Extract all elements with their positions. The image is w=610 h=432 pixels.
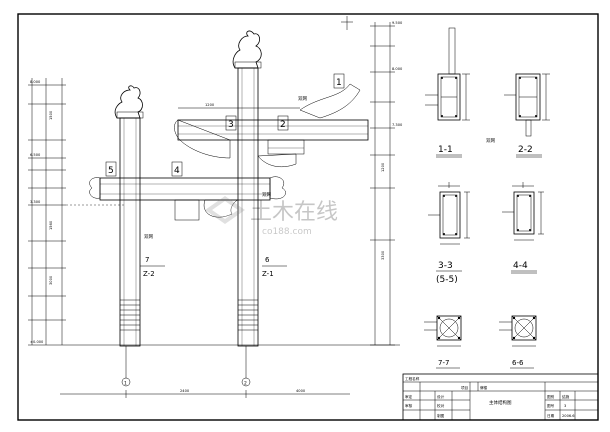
section-label-2-2: 2-2 [518, 145, 533, 155]
svg-text:9.500: 9.500 [392, 21, 403, 25]
section-label-5-5: (5-5) [436, 275, 458, 285]
elevation-view: 8.000 6.500 3.300 ±0.000 1500 1560 3000 … [28, 16, 403, 398]
meta-value-number: 3 [564, 404, 566, 408]
drawing-name: 主体结构图 [489, 399, 512, 406]
svg-text:1200: 1200 [381, 162, 385, 172]
column-label-7: 7 [145, 256, 149, 264]
svg-text:6.500: 6.500 [30, 153, 41, 157]
column-label-z2: Z-2 [143, 270, 155, 278]
svg-text:±0.000: ±0.000 [30, 340, 44, 344]
title-block: 工程名称 项目 牌楼 审定 设计 审核 校对 制图 主体结构图 图别 结施 图号… [402, 373, 599, 421]
beam-mark-4: 4 [174, 166, 180, 176]
column-z2 [114, 85, 144, 378]
svg-text:1560: 1560 [49, 220, 53, 230]
svg-text:7.300: 7.300 [392, 123, 403, 127]
dim-bottom-1: 2400 [180, 389, 190, 393]
mesh-note-1: 双网 [298, 96, 307, 102]
svg-text:3000: 3000 [49, 275, 53, 285]
project-label: 工程名称 [405, 376, 420, 381]
mesh-note-4: 双网 [486, 138, 495, 144]
dim-bottom-2: 4000 [296, 389, 306, 393]
row-label-1: 审定 [405, 394, 413, 399]
meta-value-type: 结施 [562, 394, 570, 399]
drawing-frame [17, 13, 599, 421]
column-z1 [232, 30, 262, 378]
section-label-7-7: 7-7 [438, 359, 449, 367]
item-label: 项目 [461, 385, 468, 390]
beam-mark-3: 3 [228, 120, 234, 130]
meta-label-date: 日期 [547, 413, 555, 418]
svg-text:8.000: 8.000 [392, 67, 403, 71]
beam-mark-1: 1 [336, 78, 342, 88]
svg-text:3300: 3300 [381, 250, 385, 260]
grid-axis-1: 1 [124, 381, 127, 387]
section-2-2: 双网 2-2 [486, 73, 550, 158]
meta-label-number: 图号 [547, 403, 555, 408]
section-label-4-4: 4-4 [513, 261, 528, 271]
meta-label-type: 图别 [547, 394, 555, 399]
row-label-2: 审核 [405, 403, 413, 408]
lower-beam [89, 176, 286, 221]
svg-text:8.000: 8.000 [30, 80, 41, 84]
beam-mark-2: 2 [280, 120, 286, 130]
row-label-3: 校对 [437, 403, 445, 408]
section-7-7: 7-7 [424, 315, 462, 369]
section-6-6: 6-6 [499, 315, 537, 369]
beam-mark-5: 5 [108, 166, 114, 176]
section-label-1-1: 1-1 [438, 145, 453, 155]
row-label-4: 设计 [437, 394, 445, 399]
watermark-text: 土木在线 [250, 200, 338, 225]
watermark: 土木在线 co188.com [205, 196, 338, 237]
section-details: 1-1 双网 2-2 [424, 27, 550, 369]
svg-text:1500: 1500 [49, 110, 53, 120]
watermark-subtext: co188.com [262, 227, 312, 237]
section-4-4: 4-4 [502, 182, 544, 274]
item-value: 牌楼 [480, 385, 488, 390]
meta-value-date: 2006.6 [562, 414, 575, 418]
mesh-note-2: 双网 [262, 192, 271, 198]
section-1-1: 1-1 [425, 27, 470, 158]
column-label-z1: Z-1 [262, 270, 274, 278]
upper-beam: 1200 [174, 83, 369, 167]
mesh-note-3: 双网 [144, 234, 153, 240]
section-3-3: 3-3 (5-5) [428, 182, 470, 285]
section-label-6-6: 6-6 [512, 359, 524, 367]
column-label-6: 6 [265, 256, 270, 264]
grid-axis-2: 2 [244, 381, 247, 387]
svg-text:3.300: 3.300 [30, 200, 41, 204]
section-label-3-3: 3-3 [438, 261, 453, 271]
svg-text:1200: 1200 [205, 103, 215, 107]
row-label-5: 制图 [437, 413, 445, 418]
